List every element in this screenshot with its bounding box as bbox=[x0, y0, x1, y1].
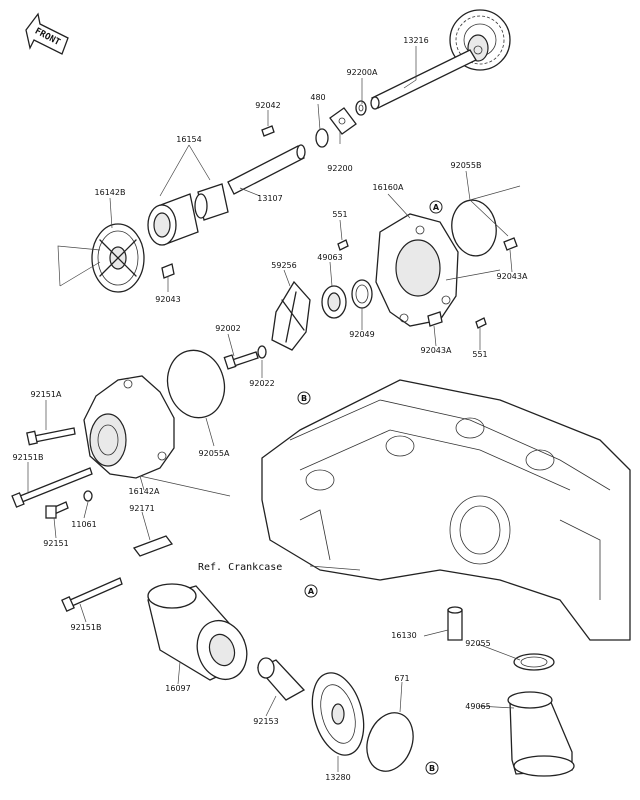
part-label: 92151 bbox=[43, 539, 68, 548]
part-label: 551 bbox=[472, 350, 487, 359]
oil-filter-16097 bbox=[147, 583, 248, 681]
part-label: 92043 bbox=[155, 295, 180, 304]
bolt-92151b-bottom bbox=[61, 577, 123, 612]
collar-plate bbox=[329, 107, 357, 135]
fitting-92153 bbox=[256, 657, 306, 701]
part-label: 671 bbox=[394, 674, 409, 683]
part-label: 59256 bbox=[271, 261, 296, 270]
part-label: 16130 bbox=[391, 631, 416, 640]
seal-49063 bbox=[321, 285, 347, 319]
bolt-92002 bbox=[223, 351, 259, 370]
callout-a-top: A bbox=[429, 200, 443, 214]
washer-11061 bbox=[83, 490, 93, 502]
part-label: 92153 bbox=[253, 717, 278, 726]
callout-b-top: B bbox=[297, 391, 311, 405]
intermediate-shaft bbox=[227, 144, 306, 195]
gasket-92055a bbox=[166, 349, 226, 419]
inner-rotor-16154 bbox=[194, 183, 229, 221]
part-label: 16142B bbox=[95, 188, 126, 197]
svg-text:B: B bbox=[301, 394, 307, 403]
svg-text:B: B bbox=[429, 764, 435, 773]
pin-92043a-right bbox=[503, 237, 518, 251]
bearing-92049 bbox=[351, 279, 373, 309]
pin-92043 bbox=[161, 263, 175, 279]
part-label: 92171 bbox=[129, 504, 154, 513]
impeller-59256 bbox=[271, 280, 311, 351]
outer-rotor-16154 bbox=[147, 193, 199, 246]
part-label: 551 bbox=[332, 210, 347, 219]
part-label: 92151A bbox=[31, 390, 62, 399]
pump-housing-16142a bbox=[83, 375, 175, 479]
bolt-92151b-left bbox=[11, 467, 93, 508]
pin-551-bottom bbox=[475, 317, 487, 329]
part-label: 13216 bbox=[403, 36, 428, 45]
clamp-92171 bbox=[132, 535, 174, 557]
part-label: 92200 bbox=[327, 164, 352, 173]
part-label: 16154 bbox=[176, 135, 201, 144]
part-label: 13107 bbox=[257, 194, 282, 203]
pin-551-top bbox=[337, 239, 349, 251]
part-label: 49063 bbox=[317, 253, 342, 262]
part-label: 11061 bbox=[71, 520, 96, 529]
part-label: 92151B bbox=[71, 623, 102, 632]
part-label: 16097 bbox=[165, 684, 190, 693]
bolt-92151 bbox=[45, 501, 69, 519]
pin-92043a-bottom bbox=[427, 311, 443, 327]
part-label: 92055 bbox=[465, 639, 490, 648]
pump-shaft bbox=[370, 49, 477, 110]
pump-cover-16160a bbox=[375, 213, 459, 327]
oil-screen-49065 bbox=[507, 691, 575, 777]
part-label: 92055B bbox=[451, 161, 482, 170]
part-label: 92042 bbox=[255, 101, 280, 110]
crankcase-reference bbox=[261, 379, 631, 641]
part-label: 92022 bbox=[249, 379, 274, 388]
part-label: 92200A bbox=[347, 68, 378, 77]
svg-text:A: A bbox=[433, 203, 440, 212]
callout-b-bottom: B bbox=[425, 761, 439, 775]
part-label: 92049 bbox=[349, 330, 374, 339]
bolt-92151a bbox=[26, 427, 76, 446]
thrust-washer bbox=[355, 100, 367, 116]
front-direction-badge: FRONT bbox=[25, 12, 69, 55]
washer-92022 bbox=[257, 345, 267, 359]
pin-92042 bbox=[261, 125, 275, 137]
part-label: 92055A bbox=[199, 449, 230, 458]
gasket-92055 bbox=[513, 653, 555, 671]
part-label: 16142A bbox=[129, 487, 160, 496]
callout-a-bottom: A bbox=[304, 584, 318, 598]
ref-crankcase-label: Ref. Crankcase bbox=[198, 562, 282, 573]
svg-text:A: A bbox=[308, 587, 315, 596]
part-label: 92043A bbox=[497, 272, 528, 281]
part-label: 92002 bbox=[215, 324, 240, 333]
oring-671 bbox=[366, 712, 414, 772]
part-label: 92043A bbox=[421, 346, 452, 355]
part-label: 49065 bbox=[465, 702, 490, 711]
part-label: 16160A bbox=[373, 183, 404, 192]
pressure-switch-16130 bbox=[447, 606, 463, 641]
leader-lines bbox=[27, 46, 521, 772]
snap-ring bbox=[315, 128, 329, 148]
rotor-housing-16142b bbox=[91, 223, 145, 293]
oil-cooler-13280 bbox=[311, 672, 365, 756]
part-label: 92151B bbox=[13, 453, 44, 462]
part-labels: 13216 92200A 92042 480 16154 92200 13107… bbox=[13, 36, 528, 782]
part-label: 13280 bbox=[325, 773, 350, 782]
part-label: 480 bbox=[310, 93, 325, 102]
